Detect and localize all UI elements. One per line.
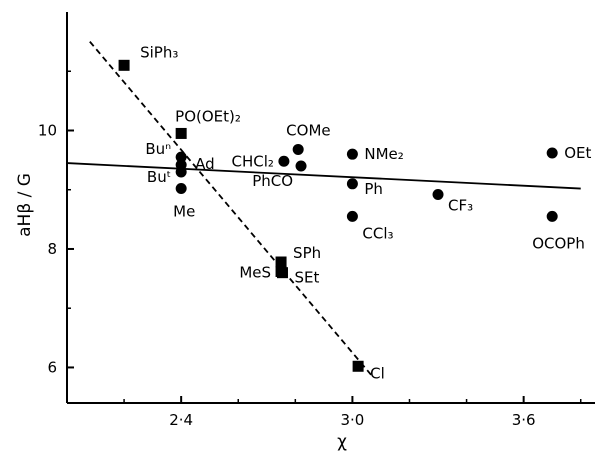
point-label: SiPh₃ [140,43,178,61]
square-point [175,127,187,139]
circle-point [346,178,358,190]
point-label: Cl [370,364,385,382]
square-point [118,59,130,71]
fit-lines [66,41,581,377]
circle-point [295,160,307,172]
circle-point [432,188,444,200]
axes: 2·4 3·0 3·6 6 8 10 [38,12,595,429]
point-label: PhCO [252,172,293,190]
x-tick-label: 3·0 [340,411,364,429]
square-point [352,360,364,372]
point-label: PO(OEt)₂ [175,107,241,125]
point-label: OEt [564,144,591,162]
point-label: Ph [364,180,383,198]
dashed-fit-line [89,41,374,377]
point-label: Buᵗ [147,168,171,186]
x-tick-label: 2·4 [169,411,193,429]
point-label: OCOPh [532,234,585,252]
data-points [118,59,558,372]
point-label: CCl₃ [362,224,393,242]
circle-point [175,151,187,163]
circle-point [278,155,290,167]
point-label: CHCl₂ [231,152,273,170]
point-label: Ad [195,155,215,173]
circle-point [346,148,358,160]
circle-point [292,143,304,155]
solid-fit-line [66,162,581,190]
x-axis-label: χ [337,432,347,452]
point-label: NMe₂ [364,145,403,163]
circle-point [546,210,558,222]
x-tick-label: 3·6 [512,411,536,429]
square-point [275,256,287,268]
point-label: CF₃ [448,196,473,214]
y-axis-label: aHβ / G [15,173,35,237]
circle-point [546,147,558,159]
point-label: COMe [286,121,330,139]
y-tick-label: 8 [47,240,57,258]
point-label: MeS [239,263,271,281]
circle-point [175,166,187,178]
y-tick-label: 6 [47,358,57,376]
point-label: SPh [293,244,321,262]
point-label: SEt [294,269,319,287]
square-point [276,267,288,279]
point-label: Buⁿ [145,140,171,158]
circle-point [175,183,187,195]
point-label: Me [173,203,195,221]
y-tick-label: 10 [38,121,57,139]
circle-point [346,210,358,222]
